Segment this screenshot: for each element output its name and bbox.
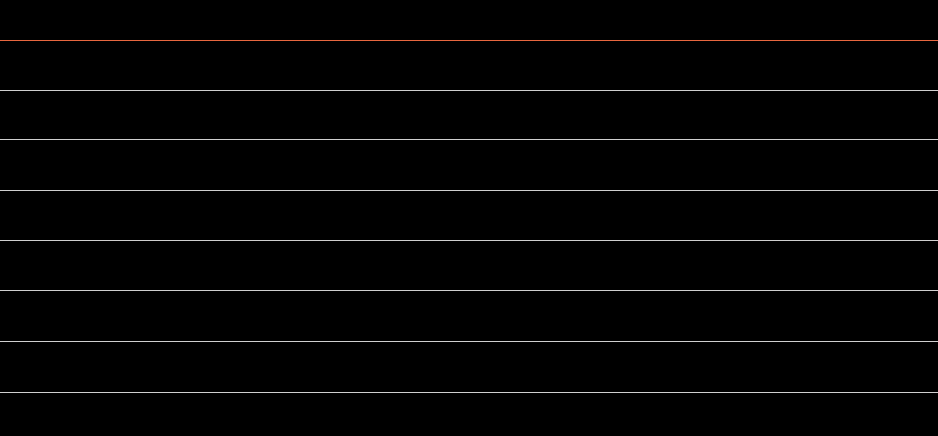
row-divider bbox=[0, 139, 938, 141]
row-divider bbox=[0, 240, 938, 242]
row-divider bbox=[0, 341, 938, 343]
row-divider bbox=[0, 392, 938, 394]
row-divider bbox=[0, 190, 938, 192]
row-divider bbox=[0, 290, 938, 292]
accent-divider bbox=[0, 40, 938, 42]
row-divider bbox=[0, 90, 938, 92]
